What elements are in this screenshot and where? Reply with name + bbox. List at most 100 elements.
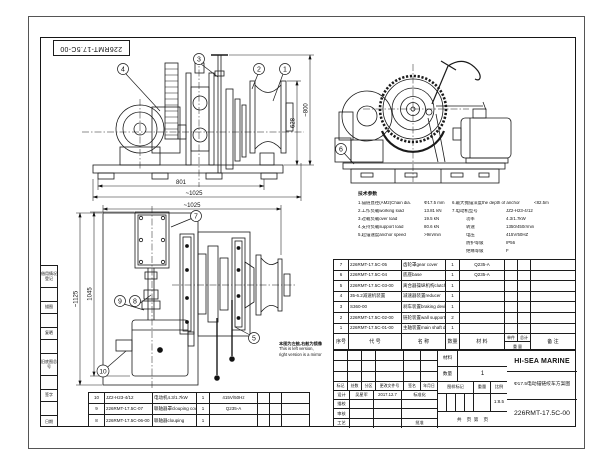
spec-value: IP56 [506,240,516,245]
part-name: 主轴装置main shaft device [402,323,446,335]
spec-label: 1.锚链直径(AM2)Chain dia. [358,200,411,205]
strip-label: 借用情况登记 [41,266,57,288]
part-qty: 1 [446,270,460,282]
weight-value [474,394,491,412]
part-idx: 9 [89,404,105,416]
part-name: 联轴器罩clouping cover [153,404,197,416]
part-code: 226RMT-17.5C-04 [349,270,402,282]
balloon-4: 4 [121,67,125,74]
mirror-note: 本图为左舷,右舷为镜像 This is left version, right … [279,341,341,357]
part-qty: 1 [446,260,460,271]
sign-date [374,418,402,429]
spec-value: JZ2-H23-4/12 [506,208,533,213]
part-name: 底座base [402,270,446,282]
part-material: 415V/50Hz [210,393,258,405]
part-qty: 1 [446,291,460,303]
part-code: 226RMT-17.5C-07 [105,404,153,416]
company-zone: HI-SEA MARINE Φ17.5电动锚链绞车方案图 226RMT-17.5… [507,351,577,428]
drawing-number: 226RMT-17.5C-00 [514,409,570,417]
company-name: HI-SEA MARINE [507,351,577,372]
part-code: 226RMT-17.5C-05 [349,260,402,271]
dim-1025: ~1025 [186,191,204,197]
sign-label: 工艺 [334,418,350,429]
left-strip-table: 借用情况登记 描图 复晒 旧底图总号 签字 日期 [40,265,58,427]
balloon-6: 6 [339,147,343,154]
part-code: 226RMT-17.5C-01-00 [349,323,402,335]
sign-name [350,409,374,419]
tech-specs-left: 技术参数 1.锚链直径(AM2)Chain dia. Φ17.5 mm 2.工作负… [358,191,456,239]
parts-header-idx: 序号 [334,334,349,351]
part-code: S360-00 [349,302,402,313]
spec-value: 415V/50HZ [506,232,529,237]
part-qty: 1 [197,404,210,416]
spec-label: 2.工作负载working load [358,208,404,213]
scale-label: 比例 [491,382,507,394]
parts-header-weight: 重 量 [512,343,523,349]
dim-1125: ~1125 [74,290,80,307]
tech-specs-title: 技术参数 [358,191,378,197]
sign-right-label: 标准化 [402,390,438,401]
spec-label: 电压 [466,232,475,237]
sign-name [350,418,374,429]
strip-blank [41,288,57,302]
sign-date: 2017.12.7 [374,390,402,401]
dim-801: 801 [176,180,187,186]
part-material [210,415,258,427]
spec-value: Φ17.5 mm [424,200,445,205]
part-name: 离合器操纵机构clutch [402,281,446,292]
parts-header-total: 总计 [518,334,530,343]
spec-value: 19.5 kN [424,216,440,221]
spec-value: >9m/min [424,232,441,237]
part-material [460,302,505,313]
part-idx: 10 [89,393,105,405]
part-qty: 1 [446,323,460,335]
pages-cell: 共 页 第 页 [456,416,489,422]
part-name: 齿轮罩gear cover [402,260,446,271]
part-idx: 5 [334,281,349,292]
spec-label: 功率 [466,216,475,221]
part-remark [531,271,575,282]
part-code: 35-6.2减速机装置 [349,291,402,303]
part-code: JZ2-H23-4/12 [105,393,153,405]
spec-value: 4.3/1.7kW [506,216,526,221]
parts-header-unit: 单件 [505,334,518,343]
part-qty: 1 [197,393,210,405]
part-material: Q235-A [460,270,505,282]
sign-right-label [402,400,438,410]
strip-label: 签字 [41,390,57,402]
sign-label: 设计 [334,390,350,401]
dim-1045: 1045 [88,287,94,301]
spec-value: 80.6 kN [424,224,440,229]
balloon-2: 2 [257,67,261,74]
side-elevation-view: 6 [334,60,512,184]
rev-header: 更改文件号 [376,381,404,391]
part-code: 226RMT-17.5C-03-00 [349,281,402,292]
part-name: 刹车装置braking device [402,302,446,313]
part-remark [531,313,575,324]
part-remark [531,281,575,292]
spec-value: 13.81 kN [424,208,442,213]
spec-label: 3.过载负载over load [358,216,398,221]
part-idx: 6 [334,270,349,282]
corner-drawing-number-box: 226RMT-17.5C-00 [53,40,130,56]
part-remark [531,292,575,303]
strip-blank [41,314,57,328]
sign-date [374,409,402,419]
strip-blank [41,402,57,416]
rev-header: 分区 [362,381,376,391]
parts-header-remark: 备 注 [547,338,559,345]
part-qty: 1 [446,281,460,292]
plan-view: ~1025 ~1125 1045 7 9 8 5 10 [74,203,296,388]
balloon-5: 5 [252,336,256,343]
strip-blank [41,340,57,354]
sign-name [350,400,374,410]
sheet-outer-border [28,16,585,449]
material-qty-zone: 材料 数量 1 图样标记 重量 比例 1:8.5 共 页 第 页 [438,351,507,428]
parts-header-name: 名 称 [402,334,446,351]
spec-label: 4.支持负载support load [358,224,404,229]
balloon-7: 7 [194,214,198,221]
strip-label: 复晒 [41,328,57,340]
